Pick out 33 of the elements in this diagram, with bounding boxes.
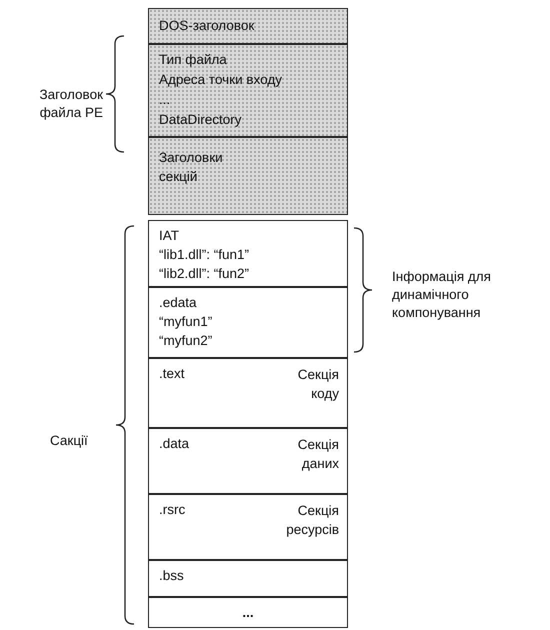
block-text: .text: [159, 365, 185, 382]
memory-block: [148, 428, 348, 494]
memory-block: [148, 8, 348, 44]
block-text: “myfun2”: [159, 332, 212, 349]
memory-block: [148, 358, 348, 428]
block-text: .bss: [159, 567, 184, 584]
memory-block: [148, 287, 348, 358]
memory-block: [148, 137, 348, 215]
block-text: .edata: [159, 294, 197, 311]
block-text: DataDirectory: [159, 111, 242, 128]
block-text: .data: [159, 435, 190, 452]
block-text: “lib1.dll”: “fun1”: [159, 246, 250, 263]
memory-block: [148, 44, 348, 137]
block-text: “lib2.dll”: “fun2”: [159, 265, 250, 282]
brace-label: Сакції: [50, 432, 89, 450]
block-text: Адреса точки входу: [159, 71, 282, 88]
memory-block: [148, 597, 348, 628]
block-text: Секція ресурсів: [285, 502, 339, 539]
block-text: Секція коду: [296, 366, 339, 403]
block-text: ...: [159, 91, 170, 108]
block-text: IAT: [159, 227, 179, 244]
memory-block: [148, 220, 348, 287]
block-text: Тип файла: [159, 51, 227, 68]
brace-label: Інформація для динамічного компонування: [392, 268, 492, 322]
memory-block: [148, 494, 348, 560]
block-text: .rsrc: [159, 501, 186, 518]
block-text: Заголовки секцій: [159, 149, 224, 186]
block-text: Секція даних: [296, 436, 339, 473]
brace-label: Заголовок файла PE: [38, 86, 103, 122]
block-text: “myfun1”: [159, 313, 212, 330]
block-text: ...: [241, 604, 255, 621]
memory-block: [148, 560, 348, 597]
block-text: DOS-заголовок: [159, 17, 254, 34]
